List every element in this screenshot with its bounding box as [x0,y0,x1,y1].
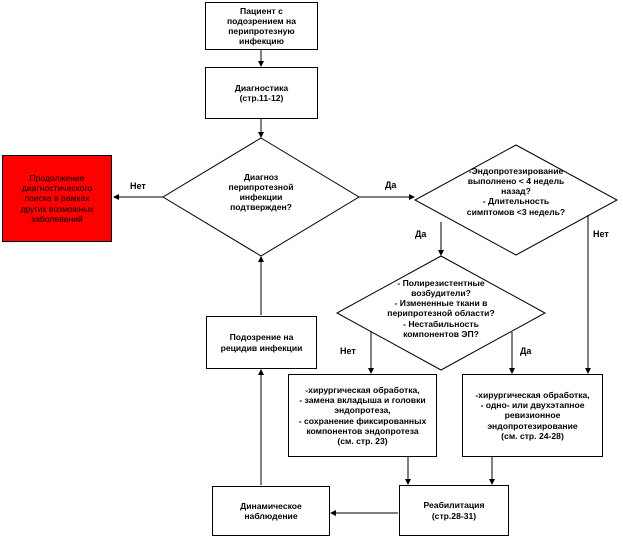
text-line: ревизионное [504,410,561,421]
text-line: - замена вкладыша и головки [299,395,426,406]
text-line: Пациент с [240,5,283,16]
text-line: компонентов ЭП? [403,328,479,339]
text-line: - Полирезистентные [397,278,485,288]
label-yes-down: Да [415,229,427,239]
text-line: рецидив инфекции [220,342,303,353]
text-line: -хирургическая обработка, [305,385,420,396]
text-line: наблюдение [244,511,298,521]
text-line: возбудители? [411,288,471,299]
text-line: Динамическое [240,500,302,511]
debridement-box: -хирургическая обработка,- замена вклады… [288,374,437,457]
text-line: эндопротезирование [487,420,578,431]
text-line: заболеваний [31,213,83,224]
text-line: инфекцию [239,36,284,47]
text-line: эндопротеза, [334,405,391,416]
label-no-right: Нет [593,229,609,239]
text-line: Диагностика [234,82,289,93]
text-line: - Нестабильность [403,318,479,329]
text-line: назад? [501,186,531,197]
rehab-box: Реабилитация(стр.28-31) [399,485,509,536]
text-line: подтвержден? [230,202,292,213]
diamond-factors [335,255,547,371]
diagnostics-text: Диагностика(стр.11-12) [235,83,288,103]
text-line: перипротезную [228,26,295,36]
label-no-factors: Нет [340,346,356,356]
text-line: подозрением на [226,15,297,26]
text-line: Продолжение [29,173,85,184]
text-line: - одно- или двухэтапное [480,400,585,411]
diamond-timing [413,144,619,256]
text-line: Реабилитация [423,500,485,511]
text-line: - Длительность [482,196,550,207]
text-line: Диагноз [243,172,279,182]
diagnostics-box: Диагностика(стр.11-12) [205,67,318,119]
label-yes-right: Да [385,180,397,190]
text-line: (см. стр. 23) [337,435,388,446]
text-line: выполнено < 4 недель [467,176,565,187]
label-no-left: Нет [130,181,146,191]
text-line: поиска в рамках [24,193,90,204]
text-line: компонентов эндопротеза [306,425,419,436]
text-line: (стр.11-12) [239,93,284,103]
revision-text: -хирургическая обработка,- одно- или дву… [475,390,589,441]
text-line: других возможных [20,203,94,214]
debridement-text: -хирургическая обработка,- замена вклады… [299,385,426,446]
text-line: -Эндопротезирование [468,166,564,176]
text-line: диагностического [21,183,93,194]
revision-box: -хирургическая обработка,- одно- или дву… [462,374,603,457]
label-yes-factors: Да [520,346,532,356]
text-line: перипротезной [228,182,294,193]
text-line: перипротезной области? [387,308,495,319]
text-line: -хирургическая обработка, [475,390,590,401]
text-line: инфекции [239,192,283,203]
text-line: - Измененные ткани в [394,298,488,309]
text-line: - сохранение фиксированных [298,415,427,426]
text-line: симптомов <3 недель? [466,206,566,217]
text-line: (стр.28-31) [431,510,477,521]
rehab-text: Реабилитация(стр.28-31) [424,500,485,520]
text-line: (см. стр. 24-28) [501,430,564,441]
text-line: Подозрение на [229,332,294,343]
